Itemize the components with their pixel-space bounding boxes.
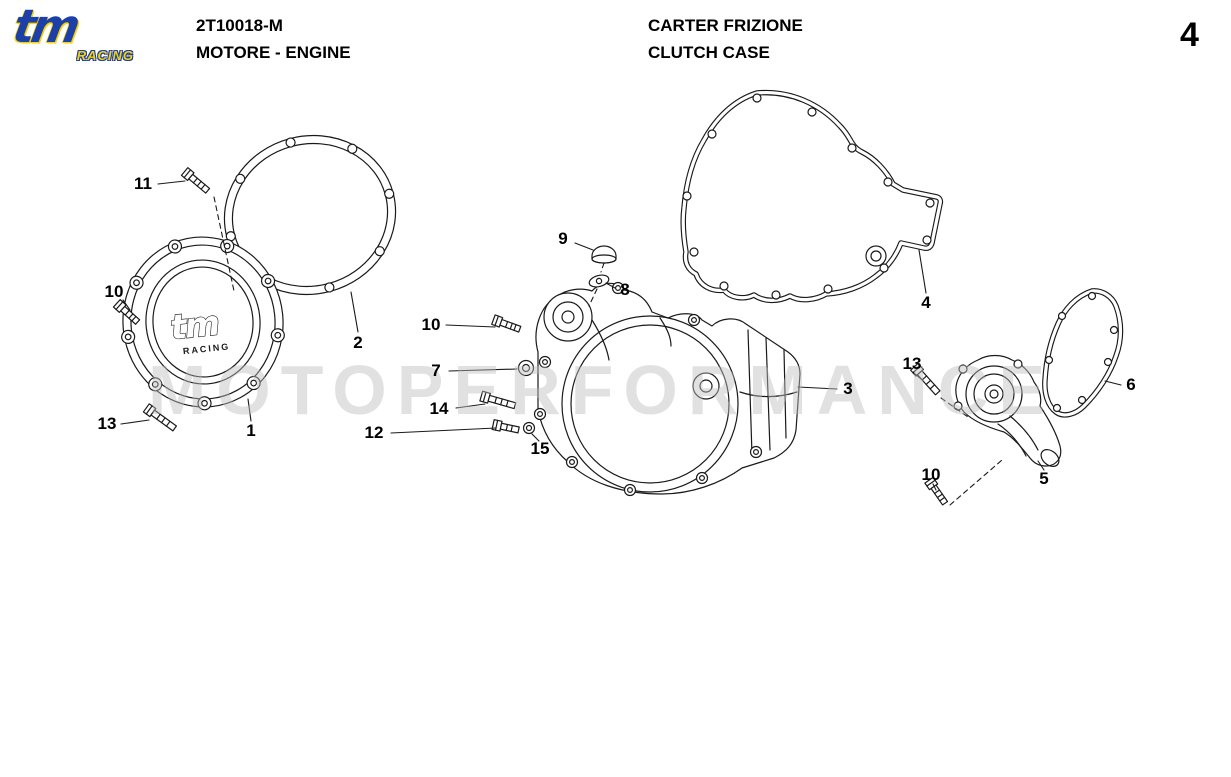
part-label-7: 7	[431, 361, 441, 380]
part-label-8: 8	[620, 280, 630, 299]
part-label-15: 15	[530, 439, 550, 458]
part-label-1: 1	[246, 421, 256, 440]
part-4-case-gasket	[680, 89, 944, 304]
part-label-6: 6	[1126, 375, 1136, 394]
screw-10-mid	[491, 314, 522, 333]
part-15-washer	[522, 421, 536, 435]
part-label-14: 14	[429, 399, 449, 418]
tm-racing-logo: tm RACING	[9, 0, 140, 63]
part-label-5: 5	[1039, 469, 1049, 488]
part-6-pump-gasket	[1042, 288, 1124, 418]
logo-racing-text: RACING	[76, 48, 134, 63]
part-label-12: 12	[364, 423, 384, 442]
part-label-2: 2	[353, 333, 363, 352]
part-label-13-a: 13	[97, 414, 117, 433]
screw-13-left	[142, 403, 178, 432]
screw-14	[479, 390, 517, 410]
part-label-10-a: 10	[104, 282, 124, 301]
part-5-water-pump-cover	[953, 354, 1062, 467]
screw-10-left	[112, 299, 141, 325]
part-label-10-b: 10	[421, 315, 441, 334]
part-9-plug	[591, 245, 617, 264]
cover-embossed-racing: RACING	[182, 341, 230, 356]
part-label-3: 3	[843, 379, 853, 398]
screw-10-right	[924, 476, 949, 506]
part-8-fitting	[588, 274, 610, 288]
part-7-washer	[517, 359, 535, 377]
part-label-13-b: 13	[902, 354, 922, 373]
page-number: 4	[1180, 16, 1199, 54]
part-label-4: 4	[921, 293, 931, 312]
part-label-9: 9	[558, 229, 568, 248]
part-label-11: 11	[134, 174, 152, 193]
page-title-en: CLUTCH CASE	[648, 43, 770, 62]
drawing-code: 2T10018-M	[196, 16, 283, 35]
drawing-subtitle: MOTORE - ENGINE	[196, 43, 351, 62]
part-3-clutch-case	[533, 281, 801, 497]
cover-embossed-logo: tm	[168, 303, 220, 348]
leader-lines	[120, 180, 1122, 491]
page-title-it: CARTER FRIZIONE	[648, 16, 803, 35]
screw-11	[180, 167, 211, 194]
part-label-10-c: 10	[921, 465, 941, 484]
assembly-dashed-lines	[213, 196, 1003, 506]
part-1-clutch-cover: tm RACING	[121, 236, 285, 411]
screw-12	[491, 419, 520, 434]
